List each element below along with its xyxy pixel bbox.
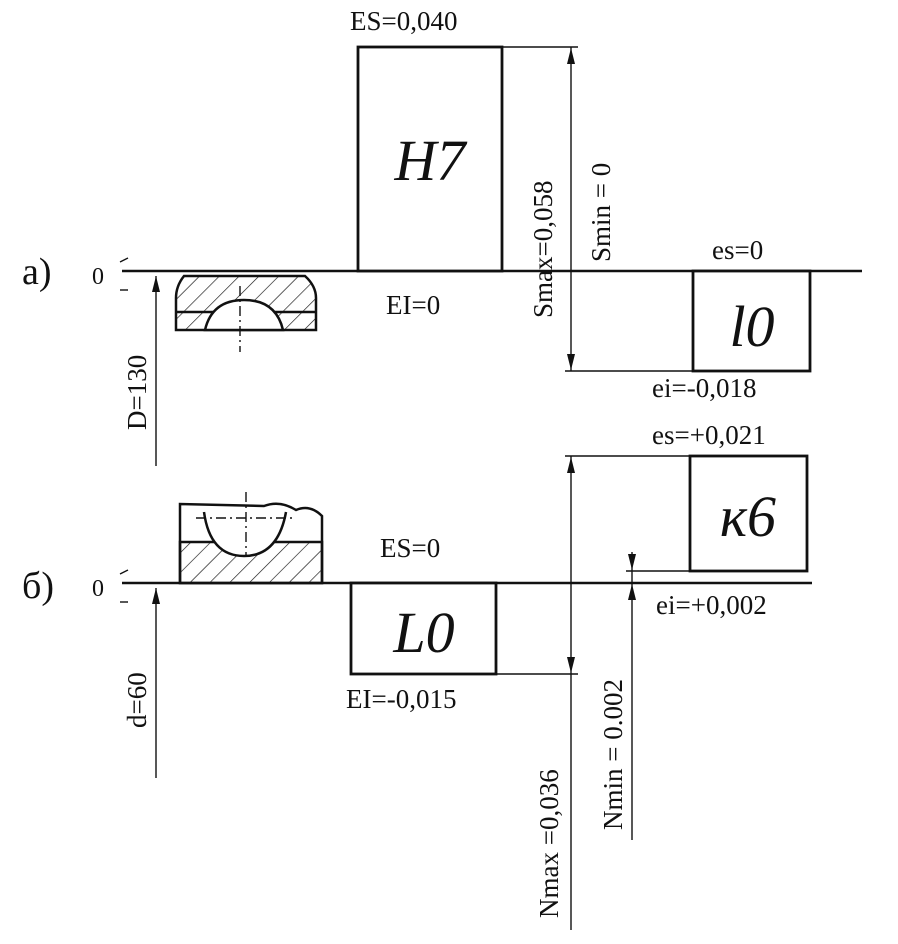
label-es-plus-0021: es=+0,021: [652, 420, 766, 450]
label-es-zero-b: ES=0: [380, 533, 440, 563]
bearing-outer-ring-sketch: [174, 274, 318, 352]
arrow-head-smax-top: [567, 48, 575, 64]
tolerance-field-k6: [688, 454, 809, 573]
part-b-zero-label: 0: [92, 576, 104, 602]
label-ei-minus-0015: EI=-0,015: [346, 684, 456, 714]
label-ei-plus-0002: ei=+0,002: [656, 590, 767, 620]
zero-tick-b: [119, 569, 129, 575]
arrow-head-nmax-top: [567, 457, 575, 473]
tolerance-field-h7: [356, 45, 504, 273]
field-name-k6: к6: [720, 484, 776, 549]
label-ei-minus-0018: ei=-0,018: [652, 373, 756, 403]
label-es-0040: ES=0,040: [350, 6, 458, 36]
zero-tick-a: [119, 257, 129, 263]
field-name-l0: l0: [729, 294, 774, 359]
label-nmax: Nmax =0,036: [534, 769, 564, 918]
label-es-0: es=0: [712, 235, 763, 265]
part-b: б) 0 d=60 L0 ES=0 EI=-0,015 к6 es=+0,021…: [22, 420, 812, 930]
arrow-head-nmin-bottom: [628, 584, 636, 600]
part-b-label: б): [22, 565, 54, 607]
size-label-d130: D=130: [122, 355, 152, 430]
label-nmin: Nmin = 0.002: [598, 679, 628, 830]
part-a-zero-label: 0: [92, 264, 104, 290]
tolerance-field-l0: [691, 269, 812, 373]
bearing-inner-ring-sketch: [178, 492, 324, 585]
arrow-head-d130: [152, 276, 160, 292]
arrow-head-d60: [152, 588, 160, 604]
label-ei-0: EI=0: [386, 290, 440, 320]
arrow-head-nmax-bottom: [567, 657, 575, 673]
label-smin: Smin = 0: [586, 163, 616, 262]
part-a-label: а): [22, 251, 52, 293]
field-name-h7: H7: [394, 128, 468, 193]
field-name-l0-hole: L0: [392, 600, 454, 665]
label-smax: Smax=0,058: [528, 181, 558, 318]
part-a: а) 0 D=130 H7 ES=0,040 EI=0 l0 es=0 ei=-…: [22, 6, 862, 466]
size-label-d60: d=60: [122, 672, 152, 728]
arrow-head-smax-bottom: [567, 354, 575, 370]
tolerance-field-l0-hole: [349, 581, 498, 676]
arrow-head-nmin-top: [628, 554, 636, 570]
